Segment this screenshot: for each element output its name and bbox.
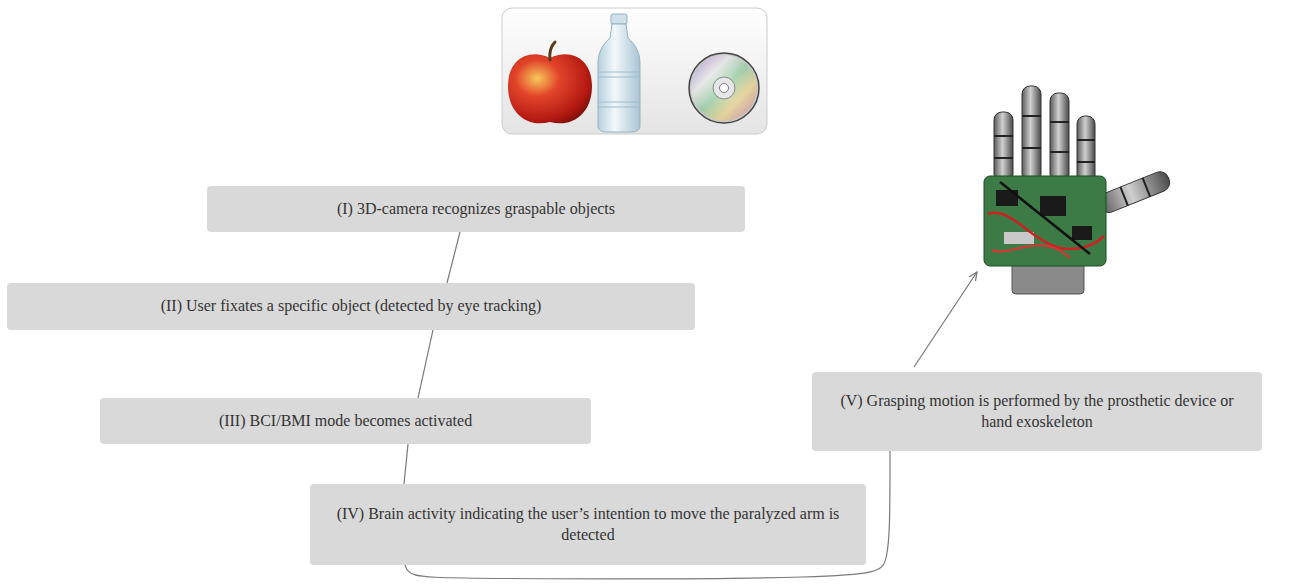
cd-hole bbox=[720, 84, 729, 93]
bottle-ridges bbox=[598, 72, 640, 107]
hand-finger bbox=[1050, 93, 1069, 182]
hand-thumb bbox=[1096, 169, 1172, 215]
cd-icon bbox=[689, 53, 759, 123]
apple-icon bbox=[508, 54, 592, 123]
box-label: (III) BCI/BMI mode becomes activated bbox=[219, 411, 472, 432]
thumb-segment bbox=[1096, 169, 1172, 215]
leader-arrow bbox=[914, 272, 977, 367]
flow-connector bbox=[447, 232, 460, 283]
robot-hand bbox=[984, 86, 1172, 294]
board-chip bbox=[1040, 196, 1066, 216]
board-connector bbox=[1004, 232, 1034, 244]
hand-cable bbox=[1000, 182, 1090, 254]
process-box: (III) BCI/BMI mode becomes activated bbox=[100, 398, 591, 444]
flow-connector bbox=[404, 444, 408, 484]
thumb-joints bbox=[1120, 178, 1150, 206]
object-panel bbox=[502, 8, 767, 134]
hand-finger bbox=[1022, 86, 1041, 182]
process-box: (II) User fixates a specific object (det… bbox=[7, 283, 695, 330]
process-box: (IV) Brain activity indicating the user’… bbox=[310, 484, 866, 565]
hand-palm-board bbox=[984, 176, 1106, 266]
cd-shine bbox=[691, 55, 757, 121]
box-label: (IV) Brain activity indicating the user’… bbox=[330, 504, 846, 546]
bottle-icon bbox=[598, 24, 640, 132]
finger-joints bbox=[994, 116, 1095, 162]
apple-stem bbox=[550, 42, 555, 60]
box-label: (I) 3D-camera recognizes graspable objec… bbox=[337, 199, 615, 220]
flow-connector bbox=[418, 330, 433, 398]
process-box: (V) Grasping motion is performed by the … bbox=[812, 372, 1262, 451]
box-label: (V) Grasping motion is performed by the … bbox=[832, 391, 1242, 433]
bottle-cap bbox=[611, 14, 627, 24]
hand-finger bbox=[994, 112, 1013, 182]
hand-wire bbox=[992, 245, 1070, 258]
hand-finger bbox=[1077, 116, 1095, 184]
cd-ring bbox=[713, 77, 735, 99]
board-chip bbox=[1072, 226, 1092, 240]
box-label: (II) User fixates a specific object (det… bbox=[161, 296, 542, 317]
process-box: (I) 3D-camera recognizes graspable objec… bbox=[207, 186, 745, 232]
